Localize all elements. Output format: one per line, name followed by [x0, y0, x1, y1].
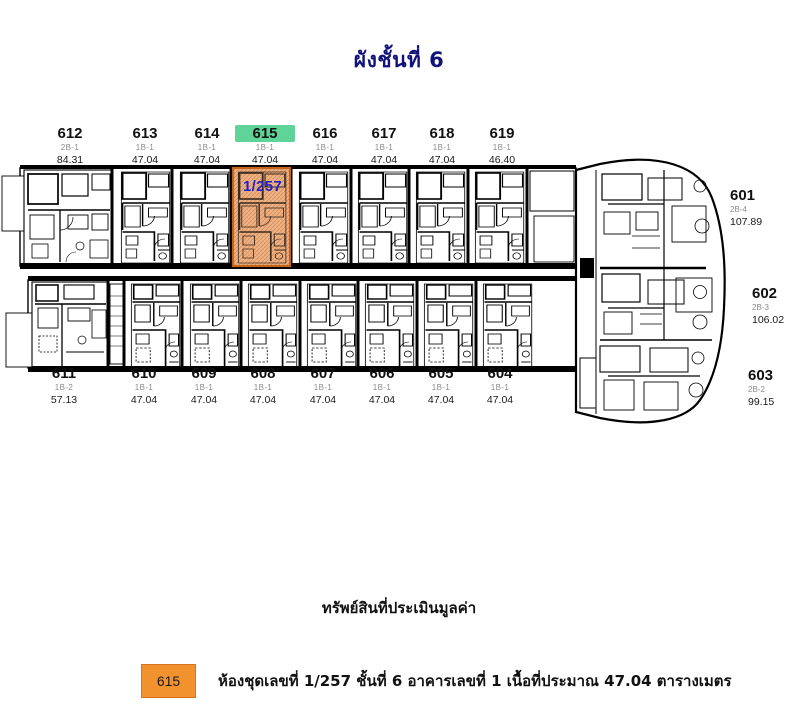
unit-area: 47.04	[486, 394, 514, 406]
unit-number: 616	[312, 125, 338, 142]
unit-area: 47.04	[309, 394, 337, 406]
unit-area: 84.31	[56, 154, 84, 166]
unit-type-code: 1B-1	[255, 143, 275, 152]
unit-label-616: 616 1B-1 47.04	[296, 126, 354, 166]
unit-area: 47.04	[190, 394, 218, 406]
unit-label-619: 619 1B-1 46.40	[473, 126, 531, 166]
unit-area: 47.04	[249, 394, 277, 406]
floor-plan-drawing	[0, 108, 798, 438]
unit-type-code: 1B-1	[431, 383, 451, 392]
unit-number: 605	[428, 365, 454, 382]
unit-area: 57.13	[50, 394, 78, 406]
unit-label-617: 617 1B-1 47.04	[355, 126, 413, 166]
highlighted-unit-615	[231, 166, 292, 268]
legend-description: ห้องชุดเลขที่ 1/257 ชั้นที่ 6 อาคารเลขที…	[218, 672, 732, 690]
unit-area: 47.04	[130, 394, 158, 406]
unit-number: 601	[730, 187, 756, 204]
unit-label-606: 606 1B-1 47.04	[353, 366, 411, 406]
unit-number: 610	[131, 365, 157, 382]
unit-type-code: 1B-1	[490, 383, 510, 392]
unit-label-610: 610 1B-1 47.04	[115, 366, 173, 406]
plan-bottom-band	[5, 276, 577, 372]
unit-type-code: 2B-4	[730, 205, 747, 214]
legend: 615 ห้องชุดเลขที่ 1/257 ชั้นที่ 6 อาคารเ…	[141, 664, 732, 698]
unit-label-618: 618 1B-1 47.04	[413, 126, 471, 166]
plan-top-band	[1, 165, 577, 269]
unit-number: 614	[194, 125, 220, 142]
unit-type-code: 1B-1	[374, 143, 394, 152]
unit-label-611: 611 1B-2 57.13	[35, 366, 93, 406]
unit-number-highlighted: 615	[236, 126, 294, 141]
unit-number: 617	[371, 125, 397, 142]
unit-area: 46.40	[488, 154, 516, 166]
unit-label-612: 612 2B-1 84.31	[41, 126, 99, 166]
unit-number: 606	[369, 365, 395, 382]
unit-label-602: 602 2B-3 106.02	[752, 286, 798, 326]
unit-label-601: 601 2B-4 107.89	[730, 188, 794, 228]
unit-number: 613	[132, 125, 158, 142]
unit-type-code: 1B-1	[135, 143, 155, 152]
unit-label-603: 603 2B-2 99.15	[748, 368, 798, 408]
page-title: ผังชั้นที่ 6	[353, 48, 445, 72]
unit-area: 47.04	[428, 154, 456, 166]
unit-type-code: 1B-1	[492, 143, 512, 152]
unit-label-605: 605 1B-1 47.04	[412, 366, 470, 406]
unit-area: 47.04	[427, 394, 455, 406]
unit-type-code: 1B-1	[134, 383, 154, 392]
unit-type-code: 2B-1	[60, 143, 80, 152]
unit-label-613: 613 1B-1 47.04	[116, 126, 174, 166]
unit-label-615: 615 1B-1 47.04	[236, 126, 294, 166]
unit-number: 619	[489, 125, 515, 142]
unit-type-code: 1B-2	[54, 383, 74, 392]
unit-number: 618	[429, 125, 455, 142]
unit-area: 99.15	[748, 396, 775, 408]
unit-label-608: 608 1B-1 47.04	[234, 366, 292, 406]
unit-type-code: 1B-1	[197, 143, 217, 152]
unit-number: 608	[250, 365, 276, 382]
unit-label-607: 607 1B-1 47.04	[294, 366, 352, 406]
unit-area: 106.02	[752, 314, 785, 326]
unit-area: 47.04	[251, 154, 279, 166]
unit-type-code: 1B-1	[372, 383, 392, 392]
valuation-caption: ทรัพย์สินที่ประเมินมูลค่า	[321, 599, 477, 617]
unit-area: 47.04	[193, 154, 221, 166]
unit-type-code: 1B-1	[315, 143, 335, 152]
unit-label-609: 609 1B-1 47.04	[175, 366, 233, 406]
unit-area: 107.89	[730, 216, 763, 228]
unit-label-604: 604 1B-1 47.04	[471, 366, 529, 406]
unit-area: 47.04	[368, 394, 396, 406]
unit-label-614: 614 1B-1 47.04	[178, 126, 236, 166]
legend-swatch: 615	[141, 664, 196, 698]
highlighted-room-code: 1/257	[243, 178, 283, 195]
unit-type-code: 1B-1	[253, 383, 273, 392]
unit-type-code: 2B-2	[748, 385, 765, 394]
unit-type-code: 1B-1	[313, 383, 333, 392]
unit-number: 604	[487, 365, 513, 382]
unit-number: 607	[310, 365, 336, 382]
unit-area: 47.04	[311, 154, 339, 166]
unit-type-code: 1B-1	[194, 383, 214, 392]
unit-area: 47.04	[131, 154, 159, 166]
unit-area: 47.04	[370, 154, 398, 166]
unit-number: 609	[191, 365, 217, 382]
unit-type-code: 1B-1	[432, 143, 452, 152]
unit-type-code: 2B-3	[752, 303, 769, 312]
unit-number: 611	[51, 365, 77, 382]
unit-number: 612	[57, 125, 83, 142]
unit-number: 603	[748, 367, 774, 384]
unit-number: 602	[752, 285, 778, 302]
plan-curved-wing	[574, 158, 726, 424]
